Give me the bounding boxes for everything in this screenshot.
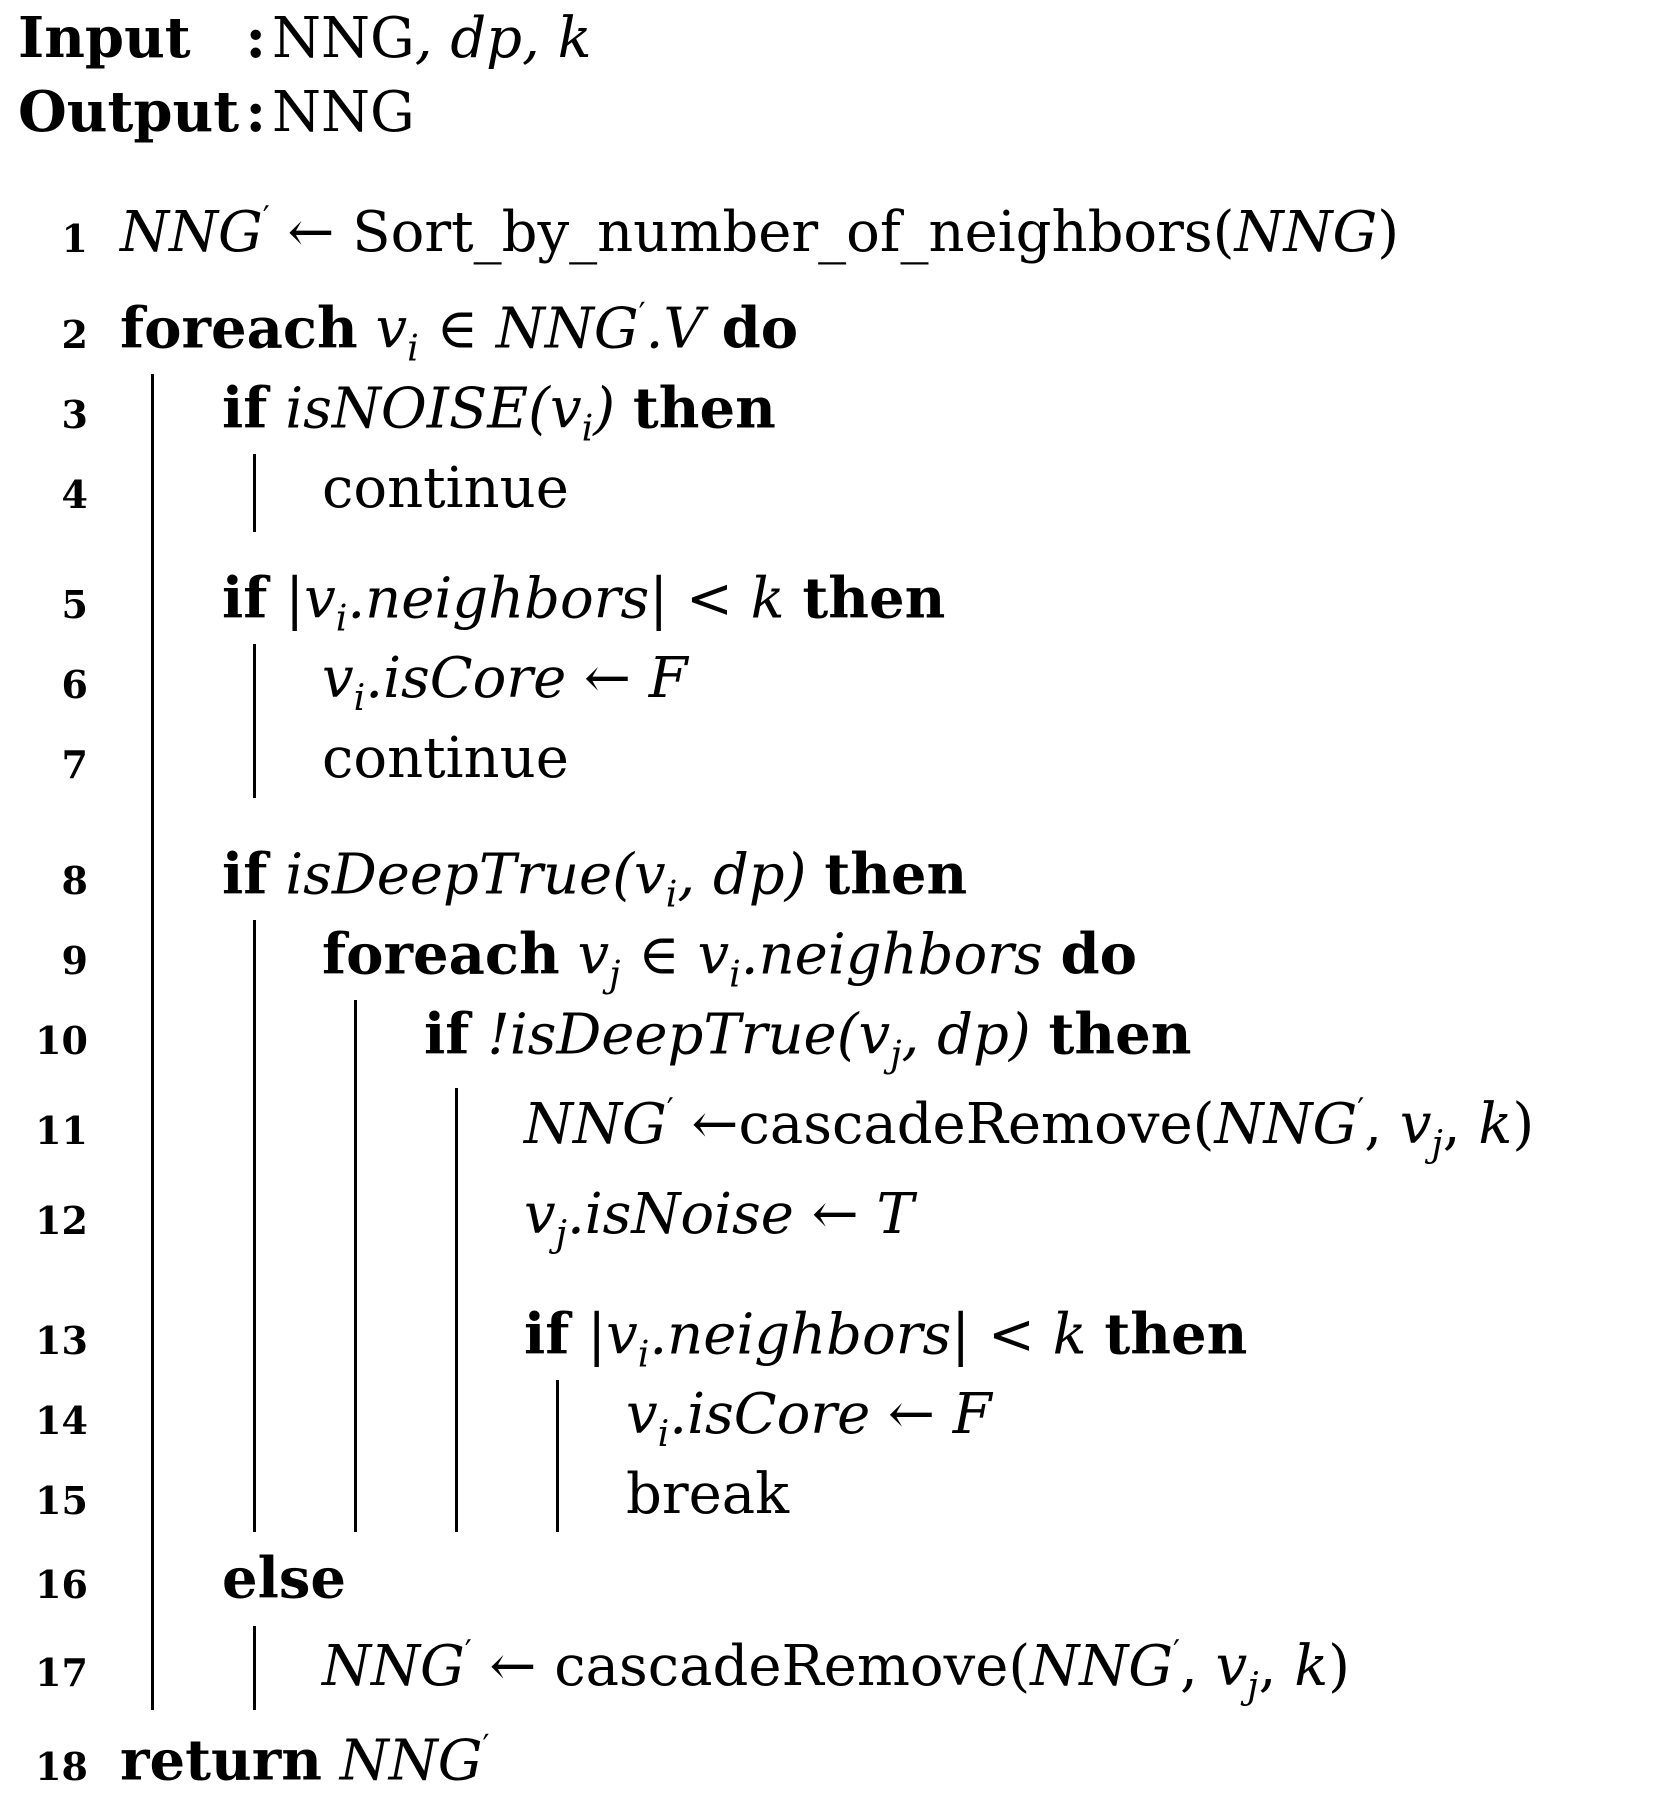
block-bar-if-neighbors-inner [556,1380,559,1532]
line-code: if !isDeepTrue(vj, dp) then [424,1001,1192,1076]
block-bar-foreach-inner [354,1000,357,1532]
line-number: 15 [35,1477,88,1523]
line-number: 9 [61,937,88,983]
line-number: 3 [61,391,88,437]
line-code: NNG′ ←cascadeRemove(NNG′, vj, k) [524,1092,1535,1165]
algo-line-1: 1 NNG′ ← Sort_by_number_of_neighbors(NNG… [0,196,1671,276]
algo-line-16: 16 else [0,1542,1671,1622]
algo-line-5: 5 if |vi.neighbors| < k then [0,562,1671,642]
output-line: Output:NNG [18,84,415,141]
algo-line-6: 6 vi.isCore ← F [0,642,1671,722]
algo-line-7: 7 continue [0,722,1671,802]
line-code: NNG′ ← Sort_by_number_of_neighbors(NNG) [120,200,1400,266]
line-code: if |vi.neighbors| < k then [524,1301,1248,1376]
block-bar-if-deeptrue [253,920,256,1532]
line-code: continue [322,456,569,522]
output-value: NNG [272,80,415,145]
algo-line-8: 8 if isDeepTrue(vi, dp) then [0,838,1671,918]
line-code: break [626,1462,790,1528]
algo-line-9: 9 foreach vj ∈ vi.neighbors do [0,918,1671,998]
line-number: 4 [61,471,88,517]
line-number: 16 [35,1561,88,1607]
input-line: Input:NNG, dp, k [18,10,592,67]
output-label: Output: [18,79,266,145]
line-code: foreach vi ∈ NNG′.V do [120,295,799,370]
line-number: 5 [61,581,88,627]
line-number: 2 [61,311,88,357]
line-number: 12 [35,1197,88,1243]
line-code: else [222,1545,347,1612]
algo-line-10: 10 if !isDeepTrue(vj, dp) then [0,998,1671,1078]
line-code: return NNG′ [120,1727,490,1794]
line-number: 6 [61,661,88,707]
line-number: 18 [35,1743,88,1789]
algo-line-12: 12 vj.isNoise ← T [0,1178,1671,1258]
algo-line-3: 3 if isNOISE(vi) then [0,372,1671,452]
line-code: if isNOISE(vi) then [222,375,776,450]
line-code: continue [322,726,569,792]
algo-line-17: 17 NNG′ ← cascadeRemove(NNG′, vj, k) [0,1630,1671,1710]
line-code: vi.isCore ← F [626,1382,992,1455]
line-number: 10 [35,1017,88,1063]
algo-line-11: 11 NNG′ ←cascadeRemove(NNG′, vj, k) [0,1088,1671,1168]
algo-line-15: 15 break [0,1458,1671,1538]
block-bar-if-not-deeptrue [455,1088,458,1532]
block-bar-else [253,1626,256,1710]
line-code: vi.isCore ← F [322,646,688,719]
block-bar-if-noise [253,454,256,532]
line-code: vj.isNoise ← T [524,1182,914,1255]
line-number: 13 [35,1317,88,1363]
algo-line-18: 18 return NNG′ [0,1724,1671,1804]
line-number: 11 [35,1107,88,1153]
line-code: if |vi.neighbors| < k then [222,565,946,640]
algo-line-13: 13 if |vi.neighbors| < k then [0,1298,1671,1378]
block-bar-foreach-outer [151,374,154,1710]
algo-line-2: 2 foreach vi ∈ NNG′.V do [0,292,1671,372]
input-label: Input: [18,5,266,71]
algo-line-14: 14 vi.isCore ← F [0,1378,1671,1458]
line-code: NNG′ ← cascadeRemove(NNG′, vj, k) [322,1634,1350,1707]
algo-line-4: 4 continue [0,452,1671,532]
line-number: 14 [35,1397,88,1443]
line-number: 8 [61,857,88,903]
input-value: NNG, dp, k [272,6,592,71]
block-bar-if-neighbors [253,644,256,798]
line-code: if isDeepTrue(vi, dp) then [222,841,968,916]
line-code: foreach vj ∈ vi.neighbors do [322,921,1138,996]
line-number: 1 [61,215,88,261]
line-number: 17 [35,1649,88,1695]
line-number: 7 [61,741,88,787]
